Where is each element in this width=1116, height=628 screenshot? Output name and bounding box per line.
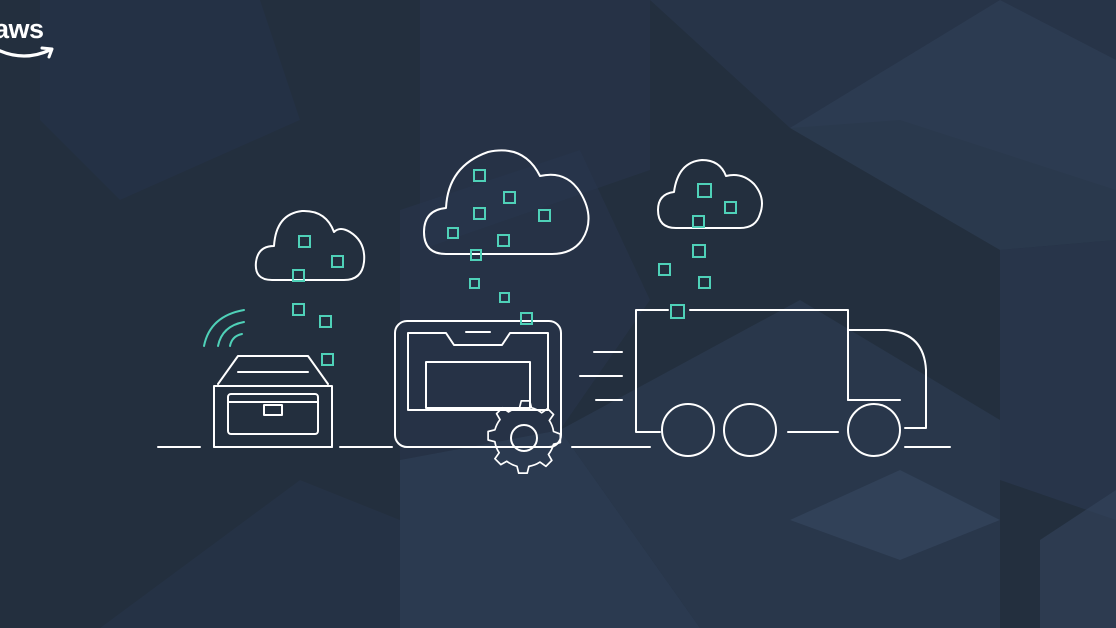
tablet-device-icon: [394, 320, 562, 448]
wifi-icon: [203, 309, 245, 347]
storage-box-icon: [213, 355, 333, 448]
cloud-icon: [423, 149, 590, 255]
truck-icon: [635, 309, 927, 457]
gear-icon: [487, 400, 562, 475]
data-squares: [292, 169, 737, 366]
logo-text: aws: [0, 14, 44, 44]
cloud-icon: [657, 159, 763, 229]
motion-lines: [579, 351, 623, 401]
cloud-icon: [254, 209, 366, 281]
aws-logo[interactable]: aws: [0, 14, 64, 66]
smile-arrow-icon: [0, 46, 54, 59]
